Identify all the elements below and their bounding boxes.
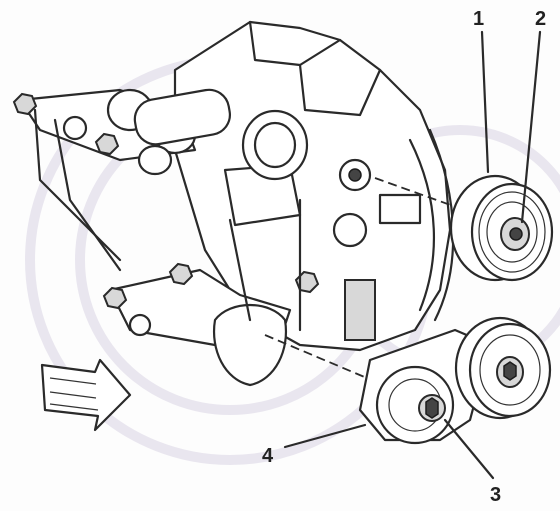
leader-line-1 [480,30,490,174]
bolt-head-icon [168,262,194,286]
mount-bracket [344,279,376,341]
upper-bracket [18,88,372,192]
leader-line-4 [283,423,367,449]
leader-lines [283,30,542,480]
mount-tab [378,193,422,225]
idler-pulley-bolt [509,227,523,241]
idler-pulley [449,174,554,282]
callout-3: 3 [490,484,501,506]
tensioner-mount-bolt [425,397,439,419]
bracket-boss [212,303,288,387]
bolt-head-icon [102,286,128,310]
callout-2: 2 [535,8,546,30]
callout-1: 1 [473,8,484,30]
alignment-line-tensioner [264,334,401,393]
bolt-head-icon [94,132,120,156]
front-direction-arrow-icon [40,358,132,432]
engine-boss [332,212,368,248]
tensioner-pulley-bolt [503,361,517,381]
bolt-head-icon [12,92,38,116]
lower-bracket [102,198,320,387]
belt-tensioner [358,316,552,445]
callout-4: 4 [262,445,274,467]
bolt-group-upper [12,92,122,272]
leader-line-3 [443,418,495,480]
leader-line-2 [520,30,542,224]
